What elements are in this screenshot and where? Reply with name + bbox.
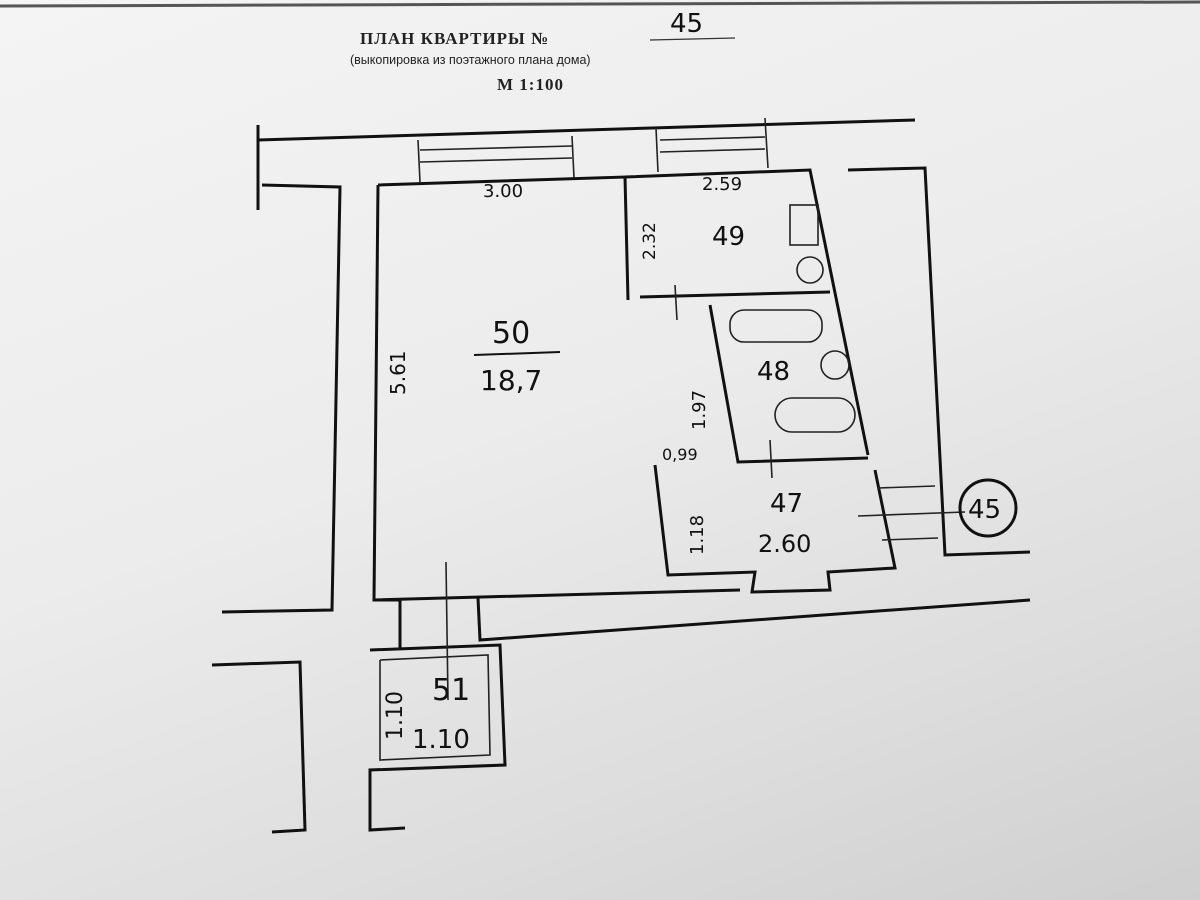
room-47-number: 47 — [770, 489, 803, 519]
room-50-area: 18,7 — [480, 364, 542, 397]
fraction-line — [473, 351, 561, 356]
room-51-area: 1.10 — [412, 725, 470, 755]
bathtub-icon — [729, 309, 823, 343]
kitchen-sink-icon — [796, 256, 824, 284]
room-48-number: 48 — [757, 357, 790, 387]
apartment-marker-circle — [958, 478, 1018, 538]
fixtures — [729, 204, 856, 433]
room-50-number: 50 — [492, 316, 530, 351]
walls — [211, 117, 1031, 834]
room-50-width: 3.00 — [483, 181, 523, 202]
room-50-corridor-width: 1.97 — [689, 390, 710, 430]
room-47-length: 1.18 — [687, 515, 708, 555]
apartment-marker-number: 45 — [968, 495, 1001, 525]
room-47-width: 0,99 — [662, 445, 698, 464]
plan-scale: М 1:100 — [497, 75, 564, 94]
room-47-area: 2.60 — [758, 530, 811, 558]
sink-icon — [820, 350, 850, 380]
room-49-number: 49 — [712, 222, 745, 252]
room-49-length: 2.32 — [640, 222, 660, 260]
room-49-width: 2.59 — [702, 174, 742, 195]
room-50-length: 5.61 — [386, 350, 410, 395]
page-edge — [0, 0, 1200, 8]
room-51-number: 51 — [432, 673, 470, 708]
number-underline — [649, 37, 736, 41]
toilet-icon — [774, 397, 856, 433]
plan-title: ПЛАН КВАРТИРЫ № — [360, 29, 549, 48]
apartment-number: 45 — [670, 9, 703, 39]
stove-icon — [789, 204, 819, 246]
plan-subtitle: (выкопировка из поэтажного плана дома) — [350, 53, 591, 67]
room-51-side: 1.10 — [383, 691, 408, 740]
